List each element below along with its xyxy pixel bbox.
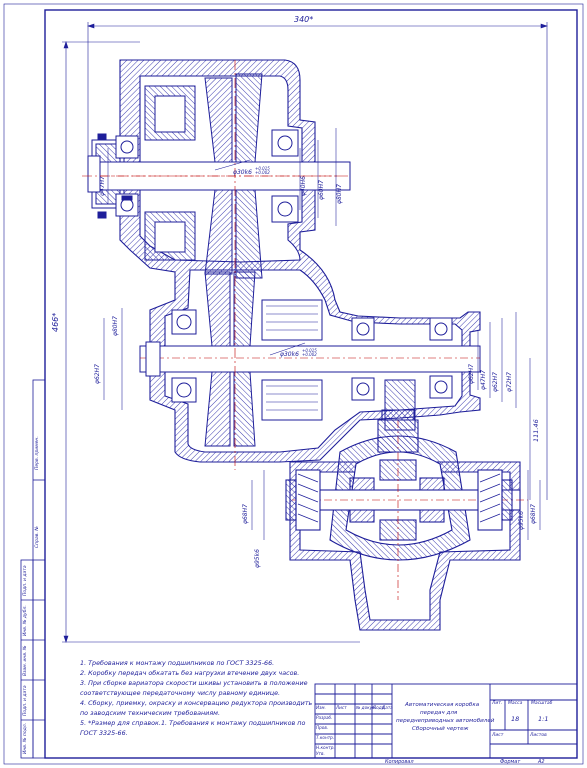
right-upper-dia-1-label: φ40H6 — [300, 176, 307, 196]
left-lower-dia-1-label: φ62H7 — [94, 364, 101, 384]
left-lower-dia-2-label: φ80H7 — [112, 316, 119, 336]
right-lower-dia-3-label: φ62H7 — [492, 372, 499, 392]
row-label: Подп. — [373, 705, 386, 710]
note-line: по заводским техническим требованиям. — [80, 709, 221, 717]
right-lower-dia-4-label: φ72H7 — [506, 372, 513, 392]
row-label: Т.контр. — [316, 735, 335, 740]
left-upper-dia-label: φ47H7 — [99, 176, 106, 196]
row-label: Разраб. — [316, 715, 333, 720]
side-strip — [20, 379, 46, 759]
title-line: переднеприводных автомобилей — [396, 718, 495, 724]
dimension-lines — [103, 128, 541, 540]
side-strip-label: Инв. № подл. — [23, 722, 28, 754]
side-strip-label: Взам. инв. № — [23, 645, 28, 676]
diff-left-dia-1-label: φ68H7 — [242, 504, 249, 524]
row-label: Лист — [336, 705, 347, 710]
right-lower-dia-1-label: φ62H7 — [468, 364, 475, 384]
title-line: Автоматическая коробка — [405, 702, 480, 708]
dim-overall-width — [87, 22, 548, 500]
lower-shaft-assembly — [139, 271, 481, 447]
header-cell-scale: Масштаб — [531, 701, 553, 706]
side-strip-label: Справ. № — [35, 526, 40, 548]
note-line: 3. При сборке вариатора скорости шкивы у… — [80, 679, 308, 687]
row-label: Дата — [382, 705, 393, 710]
side-strip-label: Перв. примен. — [35, 436, 40, 470]
header-cell-mass: Масса — [508, 701, 523, 706]
right-upper-dia-2-label: φ60H7 — [318, 180, 325, 200]
row-label: Пров. — [316, 725, 329, 730]
scale-value: 1:1 — [538, 715, 549, 723]
dim-overall-height — [62, 41, 360, 643]
differential-assembly — [285, 409, 528, 631]
fit-lower-shaft-label: φ30k6 — [280, 351, 299, 358]
note-line: 1. Требования к монтажу подшипников по Г… — [80, 659, 275, 667]
row-label: Н.контр. — [316, 745, 335, 750]
tol-lower-shaft-label: +0.015 +0.002 — [302, 348, 317, 357]
title-block — [314, 683, 578, 759]
center-lines — [82, 60, 340, 470]
mass-value: 18 — [511, 715, 520, 723]
row-label: № докум. — [356, 705, 377, 710]
diff-right-dia-2-label: φ68H7 — [530, 504, 537, 524]
title-line: передач для — [420, 710, 458, 716]
diff-right-dia-1-label: φ95k6 — [518, 511, 525, 530]
fit-upper-shaft-label: φ30k6 — [233, 169, 252, 176]
sheets-label: Листов — [530, 733, 547, 738]
note-line: соответствующее передаточному числу равн… — [80, 689, 281, 697]
side-strip-label: Подп. и дата — [23, 685, 28, 716]
diff-left-dia-2-label: φ95k6 — [254, 549, 261, 568]
row-label: Утв. — [316, 751, 325, 756]
right-lower-dia-2-label: φ47H7 — [480, 370, 487, 390]
row-label: Изм. — [316, 705, 326, 710]
dim-overall-height-label: 466* — [51, 312, 60, 332]
format-value: А2 — [538, 759, 545, 765]
note-line: 2. Коробку передач обкатать без нагрузки… — [80, 669, 300, 677]
format-label: Формат — [500, 759, 521, 765]
tol-upper-shaft-label: +0.015 +0.002 — [255, 166, 270, 175]
note-line: 5. *Размер для справок.1. Требования к м… — [80, 719, 306, 727]
note-line: 4. Сборку, приемку, окраску и консерваци… — [80, 699, 313, 707]
dim-center-distance-label: 111.46 — [532, 419, 540, 442]
sheet-label: Лист — [492, 733, 504, 738]
note-line: ГОСТ 3325-66. — [80, 729, 128, 737]
right-upper-dia-3-label: φ80H7 — [336, 184, 343, 204]
dim-overall-width-label: 340* — [294, 15, 314, 24]
title-line: Сборочный чертеж — [412, 726, 469, 732]
copied-label: Копировал — [385, 759, 414, 765]
side-strip-label: Инв. № дубл. — [23, 605, 28, 636]
side-strip-label: Подп. и дата — [23, 565, 28, 596]
header-cell-lit: Лит. — [492, 701, 503, 706]
